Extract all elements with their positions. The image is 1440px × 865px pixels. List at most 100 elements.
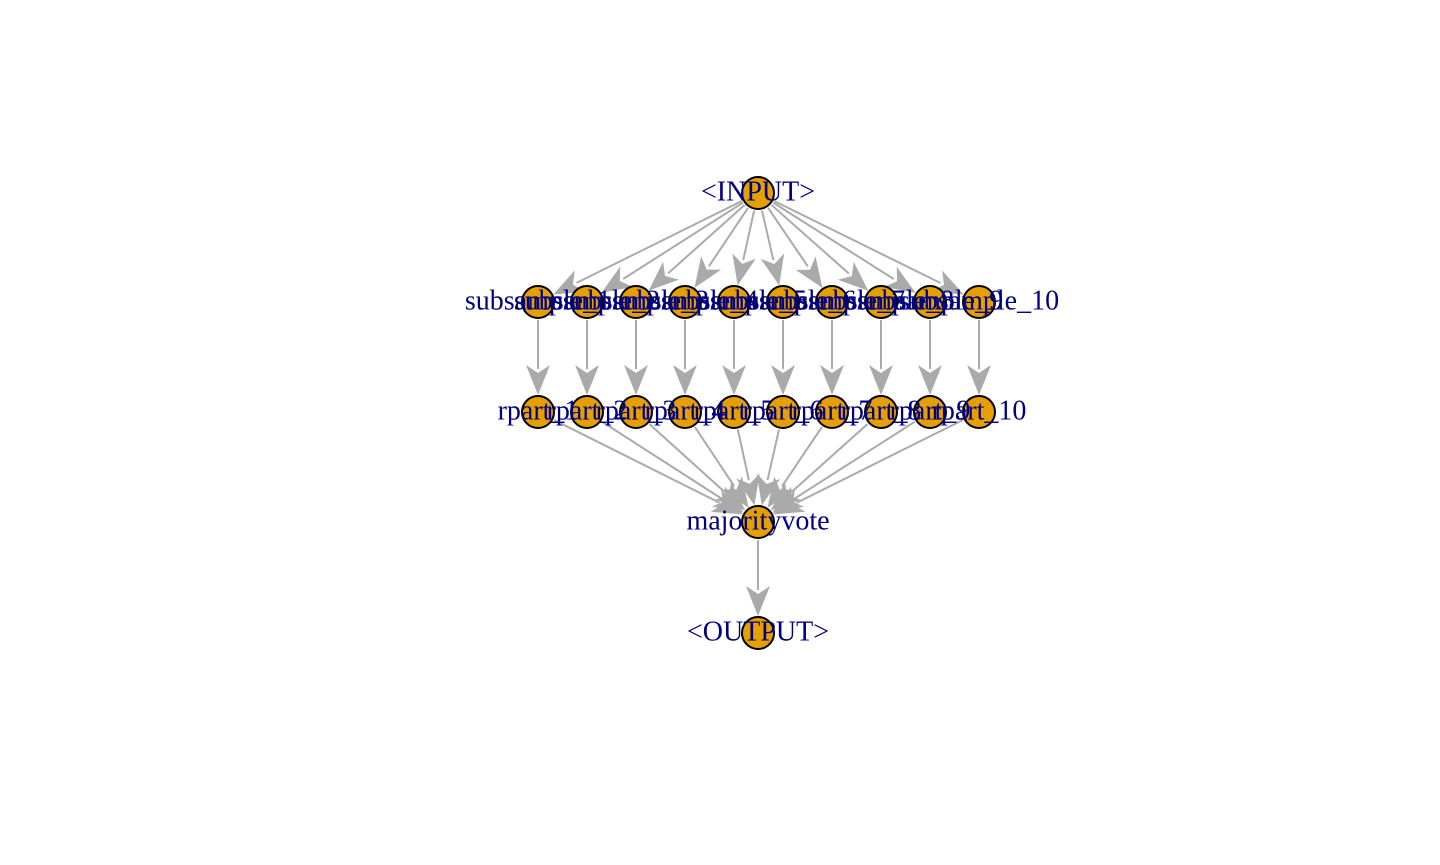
nodes-layer [521, 176, 996, 650]
edge-input-to-subsample_9 [772, 201, 916, 293]
arrowhead [575, 365, 599, 395]
edge-rpart_7-to-majorityvote [767, 426, 823, 508]
node-label-rpart_1: rpart_1 [498, 395, 579, 426]
edge-subsample_10-to-rpart_10 [967, 320, 991, 395]
arrowhead [795, 256, 823, 288]
node-label-input: <INPUT> [701, 176, 815, 207]
node-input [741, 176, 775, 210]
node-label-subsample_5: subsample_5 [661, 285, 807, 316]
node-subsample_8 [864, 285, 898, 319]
node-rpart_5 [717, 395, 751, 429]
edge-majorityvote-to-output [746, 540, 770, 616]
edge-subsample_7-to-rpart_7 [820, 320, 844, 395]
arrowhead [648, 261, 680, 291]
node-subsample_6 [766, 285, 800, 319]
edge-line [648, 423, 727, 494]
node-rpart_1 [521, 395, 555, 429]
edge-line [576, 200, 743, 284]
node-label-subsample_9: subsample_9 [857, 285, 1003, 316]
node-label-majorityvote: majorityvote [686, 505, 829, 536]
node-label-subsample_6: subsample_6 [710, 285, 856, 316]
edge-rpart_5-to-majorityvote [736, 429, 760, 506]
node-label-subsample_7: subsample_7 [759, 285, 905, 316]
node-label-rpart_2: rpart_2 [547, 395, 628, 426]
edge-input-to-subsample_10 [773, 200, 964, 295]
edge-input-to-subsample_4 [694, 207, 749, 288]
node-label-subsample_1: subsample_1 [465, 285, 611, 316]
edge-line [793, 420, 916, 500]
arrowhead [869, 365, 893, 395]
arrowhead [746, 586, 770, 616]
node-output [741, 616, 775, 650]
edge-rpart_3-to-majorityvote [648, 423, 746, 511]
edge-line [789, 423, 869, 495]
node-label-rpart_9: rpart_9 [890, 395, 971, 426]
arrowhead [760, 253, 785, 286]
node-subsample_3 [619, 285, 653, 319]
edge-line [667, 204, 746, 275]
arrowhead [526, 365, 550, 395]
arrowhead [732, 253, 756, 286]
edge-input-to-subsample_5 [732, 210, 756, 286]
edge-line [796, 419, 964, 504]
node-label-rpart_5: rpart_5 [694, 395, 775, 426]
edge-subsample_1-to-rpart_1 [526, 320, 550, 395]
edge-subsample_5-to-rpart_5 [722, 320, 746, 395]
edge-input-to-subsample_8 [770, 204, 869, 291]
edge-rpart_10-to-majorityvote [773, 419, 964, 515]
edge-line [736, 429, 750, 481]
node-rpart_2 [570, 395, 604, 429]
arrowhead [967, 365, 991, 395]
edge-subsample_2-to-rpart_2 [575, 320, 599, 395]
edge-input-to-subsample_3 [648, 204, 746, 291]
node-label-output: <OUTPUT> [687, 616, 829, 647]
node-subsample_4 [668, 285, 702, 319]
arrowhead [601, 266, 634, 293]
edge-input-to-subsample_6 [760, 210, 785, 286]
node-label-rpart_6: rpart_6 [743, 395, 824, 426]
arrowhead [771, 365, 795, 395]
node-label-rpart_4: rpart_4 [645, 395, 726, 426]
arrowhead [673, 365, 697, 395]
node-label-rpart_10: rpart_10 [932, 395, 1027, 426]
arrowhead [722, 365, 746, 395]
edge-line [767, 207, 809, 267]
arrowhead [918, 365, 942, 395]
node-subsample_1 [521, 285, 555, 319]
edges-layer [526, 200, 991, 616]
edge-input-to-subsample_1 [553, 200, 743, 295]
node-rpart_8 [864, 395, 898, 429]
edge-line [553, 419, 720, 504]
node-rpart_6 [766, 395, 800, 429]
node-rpart_3 [619, 395, 653, 429]
arrowhead [715, 481, 746, 511]
edge-subsample_4-to-rpart_4 [673, 320, 697, 395]
node-rpart_7 [815, 395, 849, 429]
arrowhead [624, 365, 648, 395]
node-label-rpart_3: rpart_3 [596, 395, 677, 426]
node-subsample_7 [815, 285, 849, 319]
arrowhead [837, 261, 869, 291]
arrowhead [694, 256, 722, 288]
labels-layer: <INPUT>subsample_1subsample_2subsample_3… [465, 176, 1059, 647]
node-subsample_10 [962, 285, 996, 319]
edge-line [708, 207, 749, 267]
edge-subsample_3-to-rpart_3 [624, 320, 648, 395]
edge-line [773, 200, 941, 284]
arrowhead [820, 365, 844, 395]
edge-line [770, 204, 850, 275]
edge-subsample_6-to-rpart_6 [771, 320, 795, 395]
edge-line [766, 429, 780, 481]
arrowhead [883, 266, 916, 293]
edge-line [694, 426, 736, 487]
arrowhead [773, 490, 806, 515]
edge-input-to-subsample_2 [601, 201, 744, 293]
node-label-rpart_7: rpart_7 [792, 395, 873, 426]
edge-line [761, 210, 775, 261]
edge-subsample_9-to-rpart_9 [918, 320, 942, 395]
node-subsample_9 [913, 285, 947, 319]
node-label-subsample_3: subsample_3 [563, 285, 709, 316]
edge-input-to-subsample_7 [767, 207, 823, 288]
node-label-rpart_8: rpart_8 [841, 395, 922, 426]
